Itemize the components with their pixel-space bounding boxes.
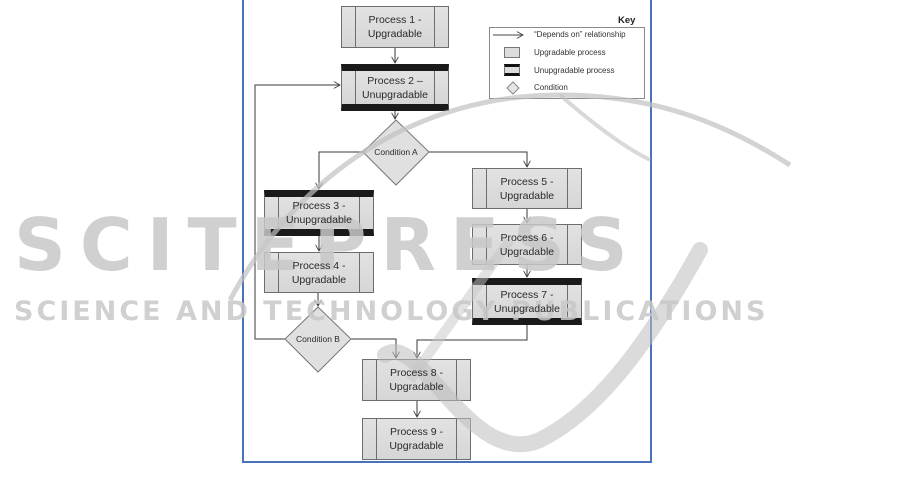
condition-b-label: Condition B [296,334,340,344]
process-9-label: Process 9 - Upgradable [389,426,444,452]
process-7-label: Process 7 - Unupgradable [494,288,560,315]
process-3-label: Process 3 - Unupgradable [286,200,352,226]
process-1: Process 1 - Upgradable [341,6,449,48]
process-8-label: Process 8 - Upgradable [389,367,444,393]
key-unupgradable-icon [504,64,520,76]
key-title: Key [618,15,636,26]
key-item-unupgradable: Unupgradable process [534,66,615,75]
key-diamond-icon [506,81,520,95]
key-upgradable-icon [504,47,520,58]
process-1-label: Process 1 - Upgradable [367,14,423,40]
key-item-depends-on: “Depends on” relationship [534,30,626,39]
process-6-label: Process 6 - Upgradable [499,231,555,258]
key-item-upgradable: Upgradable process [534,48,606,57]
key-item-condition: Condition [534,83,568,92]
condition-b-diamond [284,306,352,373]
process-5-label: Process 5 - Upgradable [499,175,555,202]
process-2-label: Process 2 – Unupgradable [362,74,428,101]
process-4-label: Process 4 - Upgradable [291,259,347,286]
